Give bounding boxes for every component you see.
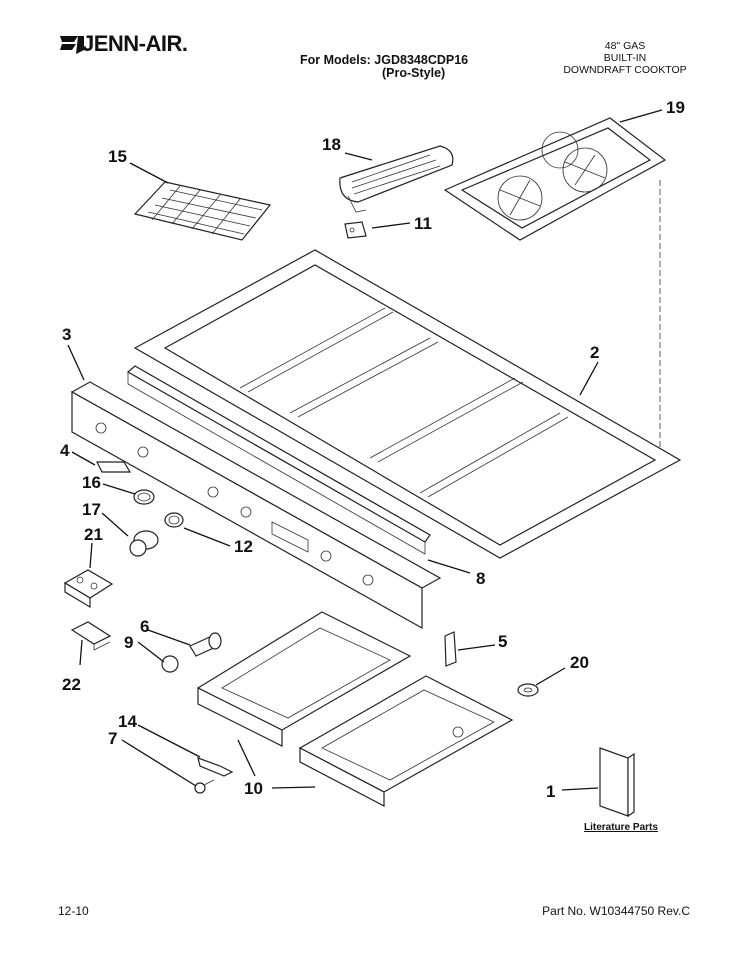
part-15-grill-grate <box>133 181 272 241</box>
part-19-burner-grate <box>443 117 667 241</box>
callout-7: 7 <box>108 729 117 748</box>
part-14-bracket <box>197 757 234 777</box>
brand-name: JENN-AIR. <box>82 31 188 56</box>
part-11-bracket <box>344 221 367 239</box>
part-17-control-knob <box>129 530 159 557</box>
description-line-2: BUILT-IN <box>603 52 647 64</box>
callout-19: 19 <box>666 98 685 117</box>
part-7-screw <box>194 779 215 794</box>
callout-2: 2 <box>590 343 599 362</box>
callout-3: 3 <box>62 325 71 344</box>
part-5-clip <box>444 631 457 667</box>
part-10-drip-tray-left <box>196 611 412 747</box>
part-3-control-panel <box>70 381 442 630</box>
models-heading: For Models: JGD8348CDP16 (Pro-Style) <box>300 54 468 80</box>
jenn-air-logo-icon <box>60 36 84 54</box>
callout-11: 11 <box>414 214 432 233</box>
callout-16: 16 <box>82 473 101 492</box>
part-6-igniter <box>189 632 222 657</box>
callout-1: 1 <box>546 782 555 801</box>
callout-15: 15 <box>108 147 127 166</box>
callout-8: 8 <box>476 569 485 588</box>
callout-14: 14 <box>118 712 137 731</box>
callout-5: 5 <box>498 632 507 651</box>
part-1-literature-booklet <box>599 747 635 818</box>
callout-21: 21 <box>84 525 103 544</box>
models-line-2: (Pro-Style) <box>382 66 446 80</box>
part-20-grommet <box>517 683 539 697</box>
callout-22: 22 <box>62 675 81 694</box>
callout-labels: 15 18 11 19 2 3 4 16 17 12 21 8 6 9 22 5… <box>60 98 685 833</box>
part-2-cooktop-frame <box>133 180 682 559</box>
footer-part-number: Part No. W10344750 Rev.C <box>542 904 690 918</box>
part-10-drip-tray-right <box>298 675 514 807</box>
callout-6: 6 <box>140 617 149 636</box>
callout-10: 10 <box>244 779 263 798</box>
description-line-1: 48" GAS <box>604 40 646 52</box>
part-16-bezel <box>133 489 155 505</box>
part-4-label-plate <box>96 461 132 473</box>
product-description: 48" GAS BUILT-IN DOWNDRAFT COOKTOP <box>540 40 710 76</box>
models-line-1: For Models: JGD8348CDP16 <box>300 53 469 67</box>
literature-parts-label: Literature Parts <box>584 822 658 833</box>
callout-18: 18 <box>322 135 341 154</box>
part-12-knob-bezel <box>164 512 184 528</box>
part-21-valve-block <box>63 569 114 609</box>
callout-9: 9 <box>124 633 133 652</box>
footer-date: 12-10 <box>58 904 89 918</box>
callout-12: 12 <box>234 537 253 556</box>
callout-4: 4 <box>60 441 70 460</box>
callout-20: 20 <box>570 653 589 672</box>
callout-17: 17 <box>82 500 101 519</box>
description-line-3: DOWNDRAFT COOKTOP <box>563 64 687 76</box>
part-22-mounting-bracket <box>70 621 112 651</box>
callout-leaders <box>67 109 663 791</box>
part-9-nut <box>161 655 179 673</box>
part-18-vent-grille <box>339 145 454 213</box>
part-8-trim-strip <box>126 365 431 555</box>
